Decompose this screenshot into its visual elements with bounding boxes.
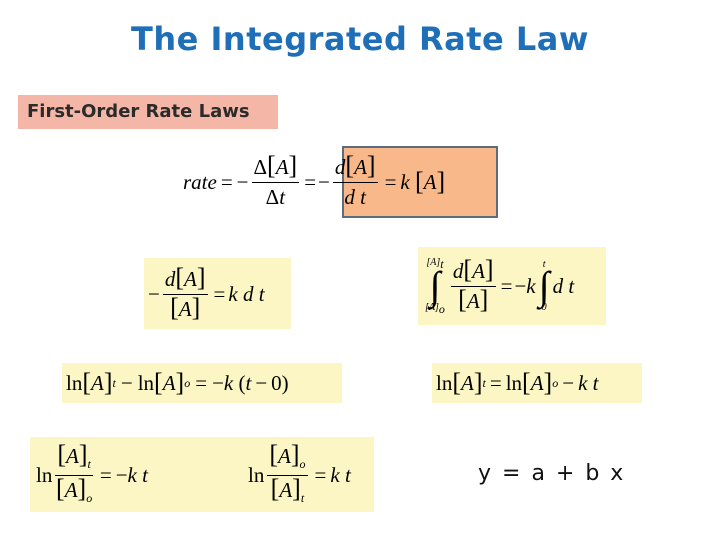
equation-box xyxy=(418,247,606,325)
log-difference-equation: ln[A]t − ln[A]o = −k (t−0) xyxy=(66,368,289,397)
equation-box xyxy=(62,363,342,403)
ratio-equation-positive: ln [A]o [A]t = k t xyxy=(248,440,351,505)
linear-log-equation: ln[A]t = ln[A]o − k t xyxy=(436,368,599,397)
slide-title: The Integrated Rate Law xyxy=(131,20,589,58)
section-label: First-Order Rate Laws xyxy=(18,95,278,129)
delta-a-over-delta-t: Δ[A] Δt xyxy=(251,150,300,209)
linear-form: y = a + b x xyxy=(478,461,626,486)
integral-equation: [A]t ∫ [A]o d[A] [A] = −k t ∫ 0 d t xyxy=(425,254,575,316)
separated-equation: − d[A] [A] = k d t xyxy=(148,262,265,322)
ratio-equation-negative: ln [A]t [A]o = −k t xyxy=(36,440,148,505)
da-over-dt: d[A] d t xyxy=(332,150,378,209)
rate-equation: rate = − Δ[A] Δt = − d[A] d t = k [A] xyxy=(183,150,446,209)
equation-box xyxy=(432,363,642,403)
